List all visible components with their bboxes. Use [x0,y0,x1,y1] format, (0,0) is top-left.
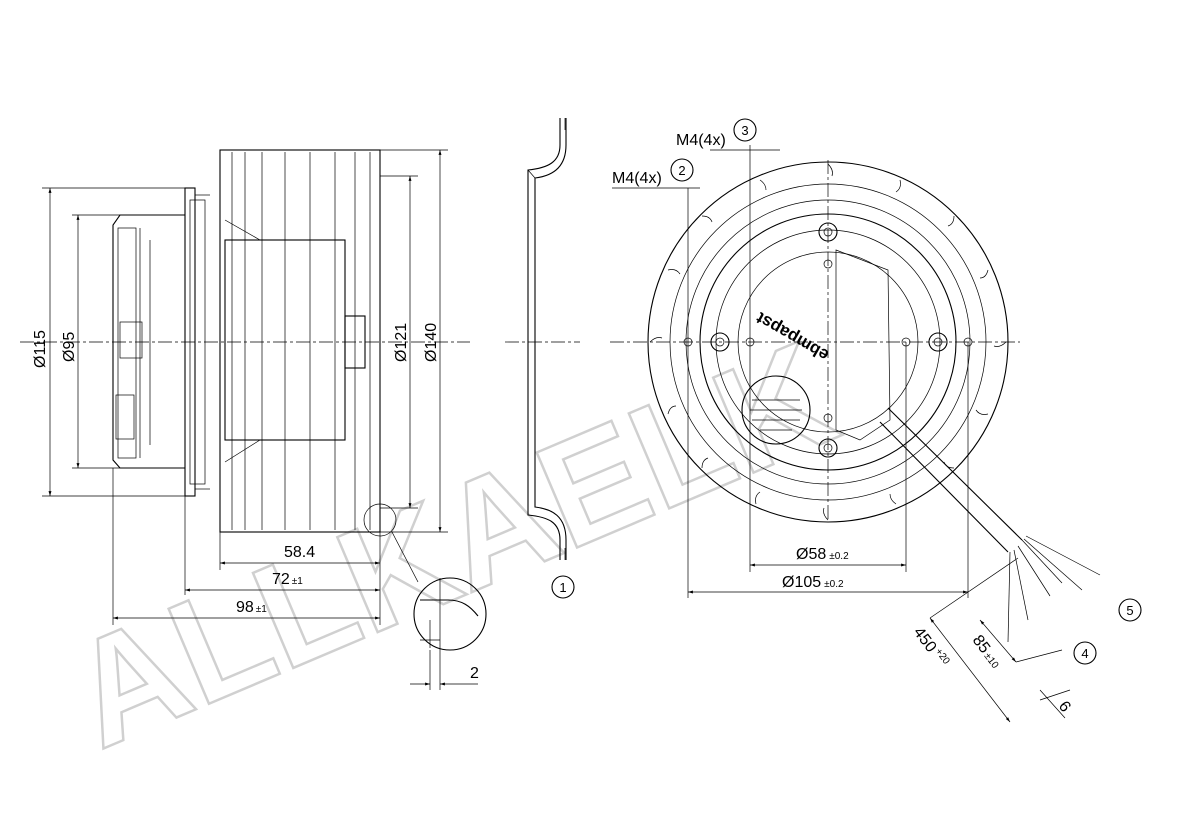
dim-len72: 72±1 [272,571,303,588]
dim-d105: Ø105±0.2 [782,574,844,591]
motor-housing [112,214,185,469]
marker-4 [1073,641,1097,665]
mount-hole-bottom [818,438,838,458]
side-view: Ø115 Ø95 Ø121 Ø140 58.4 72±1 98±1 2 [20,149,487,690]
marker-2 [670,158,694,182]
mount-hole-left [710,332,730,352]
dim-len58: 58.4 [284,544,315,561]
cable [879,407,1101,643]
dim-len6: 6 [1055,698,1074,715]
mount-hole-right [928,332,948,352]
marker-5 [1118,598,1142,622]
detail-view [413,577,487,651]
label-m4-2: M4(4x) [612,170,662,187]
impeller-outer-ring [647,161,1009,523]
dim-d115: Ø115 [32,330,49,368]
label-sticker [741,375,811,445]
dim-d121: Ø121 [393,323,410,362]
dim-d95: Ø95 [61,332,78,362]
marker-4-label: 4 [1081,646,1088,661]
impeller-body [219,149,381,533]
flange-profile: 1 [505,118,580,599]
marker-3 [733,118,757,142]
marker-1-label: 1 [559,580,566,595]
impeller-blades [231,152,371,530]
dim-d58: Ø58±0.2 [796,546,849,563]
marker-3-label: 3 [741,123,748,138]
dim-len98: 98±1 [236,599,267,616]
dim-detail2: 2 [470,665,479,682]
hub-outer [699,213,957,471]
shaft-hub [344,315,366,369]
dim-d140: Ø140 [423,323,440,362]
label-m4-3: M4(4x) [676,132,726,149]
mounting-flange [184,187,196,497]
watermark-text: ALLKAELK [47,309,857,779]
dim-len450: 450+20 [910,624,952,672]
mount-hole-top [818,222,838,242]
blade-circle [669,183,987,501]
marker-5-label: 5 [1126,603,1133,618]
terminal-bracket [835,249,891,441]
dim-len85: 85±10 [969,632,1005,672]
blades [649,163,1007,521]
marker-1 [551,575,575,599]
marker-2-label: 2 [678,163,685,178]
